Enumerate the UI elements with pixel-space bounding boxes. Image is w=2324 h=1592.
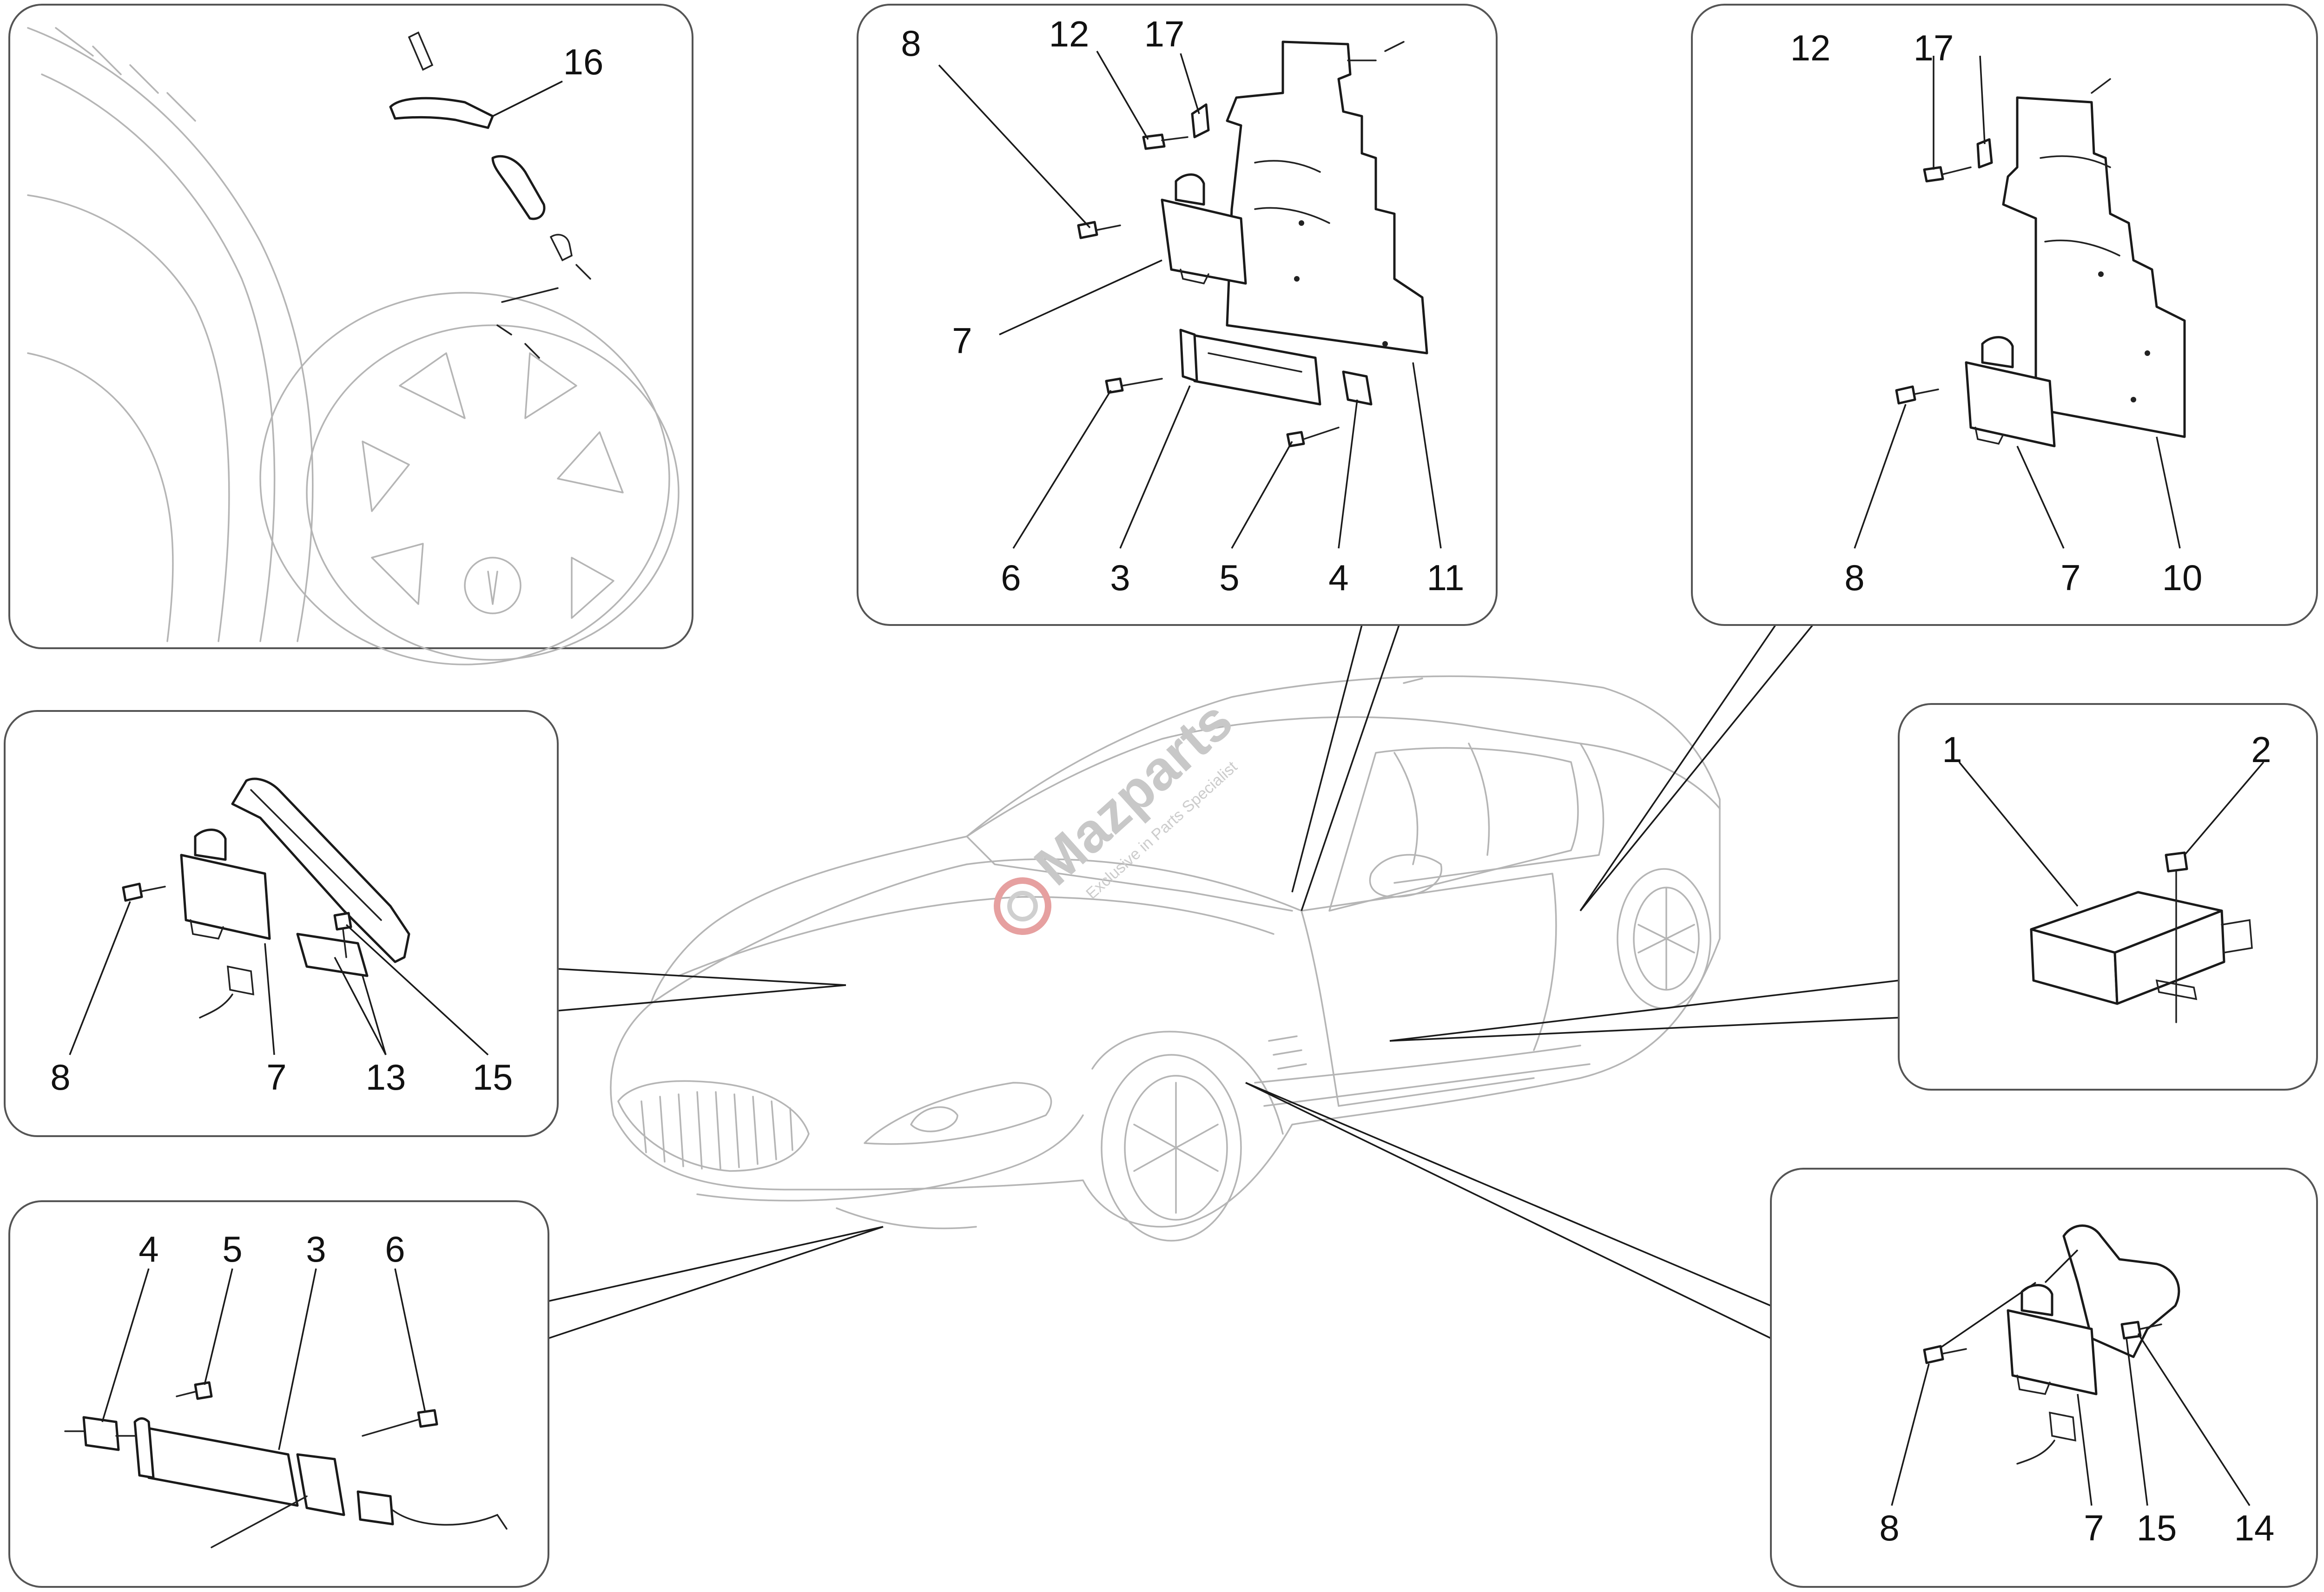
callout-17: 17: [1144, 13, 1185, 54]
callout-4: 4: [1328, 557, 1348, 598]
callout-3: 3: [1110, 557, 1130, 598]
leader-lines: [548, 624, 1899, 1339]
callout-8: 8: [1879, 1507, 1899, 1548]
callout-14: 14: [2234, 1507, 2275, 1548]
callout-3: 3: [306, 1229, 326, 1270]
callout-15: 15: [473, 1057, 513, 1098]
callout-13: 13: [366, 1057, 406, 1098]
panel-wheel: 16: [8, 4, 693, 665]
callout-12: 12: [1790, 27, 1831, 68]
panel-middle-left: 8 7 13 15: [4, 710, 559, 1137]
callout-4: 4: [139, 1229, 158, 1270]
panel-lower-right: 8 7 15 14: [1770, 1168, 2318, 1588]
callout-2: 2: [2251, 729, 2271, 770]
callout-5: 5: [1219, 557, 1239, 598]
callout-8: 8: [1844, 557, 1864, 598]
callout-5: 5: [222, 1229, 242, 1270]
callout-1: 1: [1942, 729, 1962, 770]
callout-7: 7: [952, 320, 972, 361]
panel-upper-center: 8 12 17 7 6 3 5 4 11: [857, 4, 1498, 626]
callout-15: 15: [2137, 1507, 2177, 1548]
callout-6: 6: [385, 1229, 405, 1270]
panel-middle-right: 1 2: [1898, 703, 2318, 1091]
callout-7: 7: [2084, 1507, 2104, 1548]
callout-12: 12: [1049, 13, 1089, 54]
car-illustration: [610, 675, 1721, 1242]
callout-16: 16: [563, 41, 604, 82]
callout-7: 7: [266, 1057, 286, 1098]
callout-10: 10: [2162, 557, 2203, 598]
callout-7: 7: [2060, 557, 2080, 598]
callout-11: 11: [1427, 557, 1465, 598]
panel-upper-right: 12 17 8 7 10: [1691, 4, 2318, 626]
callout-6: 6: [1001, 557, 1021, 598]
callout-8: 8: [50, 1057, 70, 1098]
panel-lower-left: 4 5 3 6: [8, 1200, 549, 1588]
callout-8: 8: [901, 23, 921, 64]
callout-17: 17: [1914, 27, 1954, 68]
